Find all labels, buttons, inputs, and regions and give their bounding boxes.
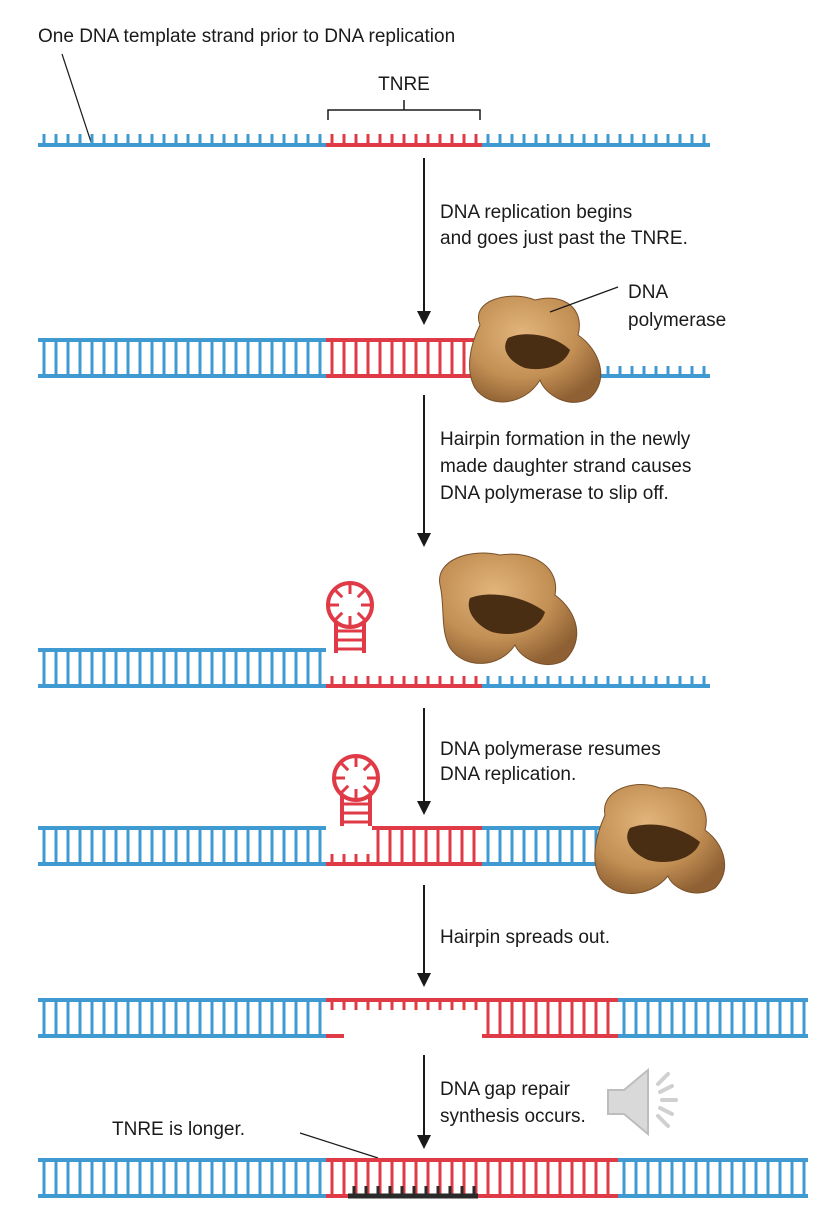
step3-text-line1: DNA polymerase resumes: [440, 739, 661, 760]
speaker-icon[interactable]: [608, 1070, 676, 1134]
dna-polymerase-1: [470, 296, 601, 402]
dna-polymerase-3: [595, 784, 725, 893]
hairpin-base: [336, 613, 342, 619]
step1-text-line1: DNA replication begins: [440, 202, 632, 223]
hairpin-base: [364, 764, 370, 770]
tnre-bracket: [328, 100, 480, 120]
hairpin-base: [336, 591, 342, 597]
step5-text-line1: DNA gap repair: [440, 1079, 571, 1100]
step5-text-line2: synthesis occurs.: [440, 1106, 586, 1127]
hairpin-base: [364, 786, 370, 792]
hairpin-base: [358, 613, 364, 619]
step4-text: Hairpin spreads out.: [440, 927, 610, 948]
tnre-longer-label: TNRE is longer.: [112, 1119, 245, 1140]
tnre-longer-pointer: [300, 1133, 378, 1158]
polymerase-label-line1: DNA: [628, 282, 668, 303]
hairpin-spreads-row: [38, 1000, 808, 1036]
step1-text-line2: and goes just past the TNRE.: [440, 228, 688, 249]
tnre-label: TNRE: [378, 74, 430, 95]
replication-begins-row: [38, 340, 710, 376]
step2-text-line1: Hairpin formation in the newly: [440, 429, 691, 450]
hairpin-formation-row: [38, 650, 710, 686]
hairpin-loop-2: [334, 756, 378, 826]
hairpin-base: [342, 786, 348, 792]
hairpin-loop-1: [328, 583, 372, 653]
step3-text-line2: DNA replication.: [440, 764, 576, 785]
gap-repaired-row: [38, 1160, 808, 1196]
hairpin-base: [342, 764, 348, 770]
dna-polymerase-2: [440, 553, 577, 665]
step2-text-line3: DNA polymerase to slip off.: [440, 483, 669, 504]
polymerase-label-line2: polymerase: [628, 310, 726, 331]
step2-text-line2: made daughter strand causes: [440, 456, 691, 477]
hairpin-base: [358, 591, 364, 597]
title-pointer: [62, 54, 92, 145]
template-strand-row: [38, 134, 710, 145]
title-label: One DNA template strand prior to DNA rep…: [38, 26, 455, 47]
